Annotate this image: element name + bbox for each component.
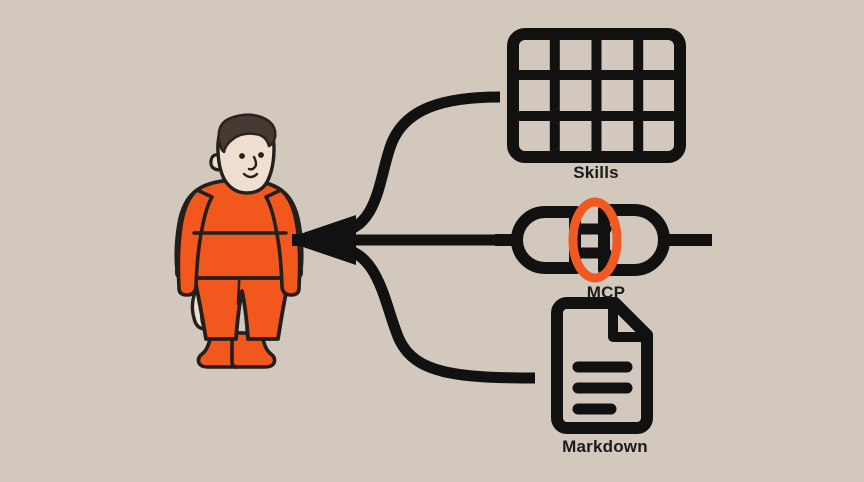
arrowhead <box>292 215 356 265</box>
right-sleeve <box>264 188 302 297</box>
right-eye <box>258 152 264 158</box>
document-folded-corner <box>608 302 648 342</box>
grid-icon-lines <box>519 40 674 151</box>
label-skills: Skills <box>573 163 619 182</box>
grid-icon <box>507 28 686 163</box>
left-sleeve <box>176 188 214 297</box>
document-text-lines <box>572 361 633 415</box>
right-shoe <box>230 331 277 369</box>
branch-to-markdown <box>334 242 536 384</box>
label-markdown: Markdown <box>562 437 648 456</box>
label-mcp: MCP <box>586 283 626 302</box>
grid-icon-frame <box>507 28 686 163</box>
left-eye <box>239 153 245 159</box>
branching-arrow <box>292 91 536 384</box>
person-hair <box>217 113 277 154</box>
plug-left-body <box>511 206 581 274</box>
nose <box>247 155 258 171</box>
document-icon <box>551 297 653 434</box>
socket-right-body <box>598 204 670 276</box>
connection-highlight-ring <box>568 197 622 283</box>
person-shoes <box>196 331 277 369</box>
branch-to-skills <box>334 91 501 238</box>
person-figure <box>174 113 304 369</box>
document-outline <box>551 297 653 434</box>
plug-connector-icon <box>495 197 712 283</box>
mouth <box>242 172 259 179</box>
